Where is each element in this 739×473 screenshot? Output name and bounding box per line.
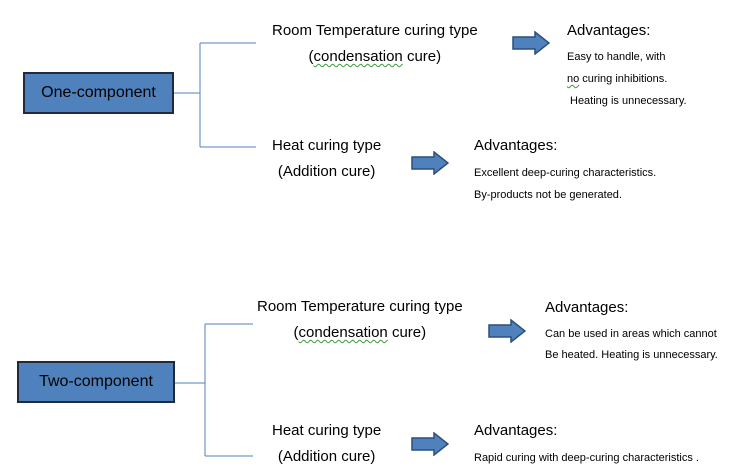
one-heat-advantage-1: Excellent deep-curing characteristics. bbox=[474, 167, 657, 179]
one-rt-advantage-3: Heating is unnecessary. bbox=[570, 95, 687, 107]
two-heat-advantages-heading: Advantages: bbox=[474, 422, 558, 439]
one-rt-subtitle: (condensation cure) bbox=[308, 48, 442, 65]
one-rt-advantage-1: Easy to handle, with bbox=[567, 51, 666, 63]
two-heat-type-label: Heat curing type (Addition cure) bbox=[272, 418, 381, 470]
two-rt-type-label: Room Temperature curing type (condensati… bbox=[257, 294, 463, 346]
two-heat-title: Heat curing type bbox=[272, 422, 382, 439]
one-component-box: One-component bbox=[23, 72, 174, 114]
two-rt-title: Room Temperature curing type bbox=[257, 298, 463, 315]
one-heat-subtitle: (Addition cure) bbox=[277, 163, 376, 180]
one-heat-title: Heat curing type bbox=[272, 137, 382, 154]
two-rt-advantage-1: Can be used in areas which cannot bbox=[545, 328, 717, 340]
one-rt-advantage-2: no curing inhibitions. bbox=[567, 73, 668, 85]
two-component-label: Two-component bbox=[39, 373, 153, 390]
right-arrow-icon bbox=[488, 319, 526, 343]
two-rt-subtitle: (condensation cure) bbox=[293, 324, 427, 341]
right-arrow-icon bbox=[512, 31, 550, 55]
one-heat-type-label: Heat curing type (Addition cure) bbox=[272, 133, 381, 185]
one-rt-title: Room Temperature curing type bbox=[272, 22, 478, 39]
right-arrow-icon bbox=[411, 432, 449, 456]
one-heat-advantage-2: By-products not be generated. bbox=[474, 189, 622, 201]
two-heat-subtitle: (Addition cure) bbox=[277, 448, 376, 465]
two-heat-advantage-1: Rapid curing with deep-curing characteri… bbox=[474, 452, 699, 464]
two-component-box: Two-component bbox=[17, 361, 175, 403]
one-component-label: One-component bbox=[41, 84, 156, 101]
one-rt-advantages-heading: Advantages: bbox=[567, 22, 651, 39]
right-arrow-icon bbox=[411, 151, 449, 175]
one-rt-type-label: Room Temperature curing type (condensati… bbox=[272, 18, 478, 70]
one-heat-advantages-heading: Advantages: bbox=[474, 137, 558, 154]
two-rt-advantage-2: Be heated. Heating is unnecessary. bbox=[545, 349, 718, 361]
two-rt-advantages-heading: Advantages: bbox=[545, 299, 629, 316]
